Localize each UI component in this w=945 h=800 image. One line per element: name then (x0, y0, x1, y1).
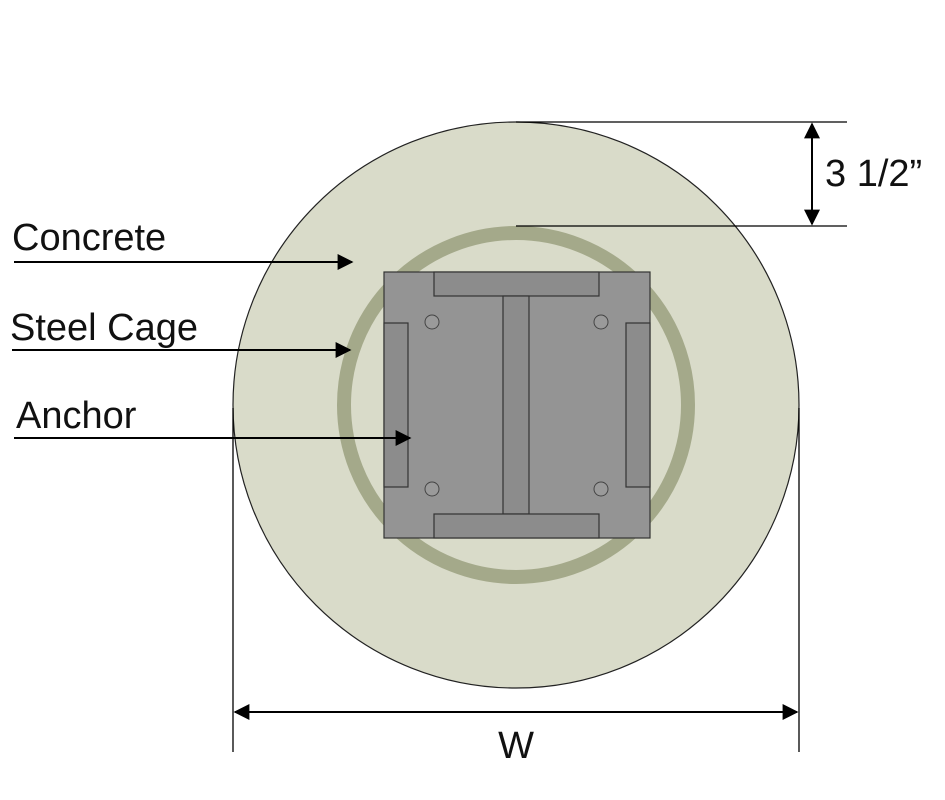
left-anchor-bar (383, 322, 409, 488)
width-dimension-label: W (498, 725, 534, 767)
anchor-label: Anchor (16, 395, 137, 437)
right-anchor-bar (625, 322, 651, 488)
bolt-hole-bottom-left (424, 481, 440, 497)
i-beam-top-flange (433, 271, 600, 297)
i-beam-bottom-flange (433, 513, 600, 539)
bolt-hole-top-right (593, 314, 609, 330)
bolt-hole-bottom-right (593, 481, 609, 497)
i-beam-web (502, 295, 530, 515)
concrete-label: Concrete (12, 217, 166, 259)
steel-cage-label: Steel Cage (10, 307, 198, 349)
cover-dimension (516, 121, 847, 227)
bolt-hole-top-left (424, 314, 440, 330)
steel-cage-ring (337, 226, 695, 584)
anchor-bolt-holes (424, 314, 609, 497)
width-dimension (232, 408, 800, 752)
i-beam-column (433, 271, 600, 539)
cover-dimension-label: 3 1/2” (825, 153, 922, 195)
